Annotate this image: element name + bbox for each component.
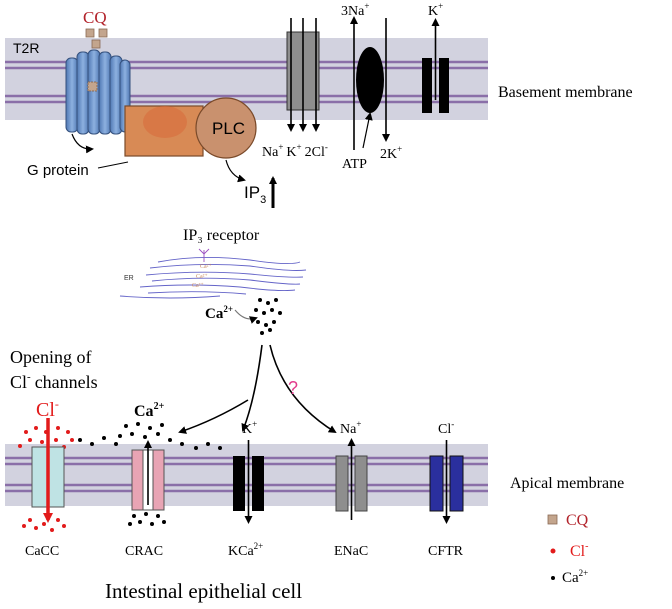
enac-channel: [335, 438, 368, 520]
apical-membrane-label: Apical membrane: [510, 475, 624, 492]
cl-apical-label: Cl-: [438, 419, 454, 437]
cq-molecules: [85, 28, 108, 49]
g-protein-label: G protein: [27, 162, 89, 179]
ca-release-arrow: [234, 309, 258, 324]
cotransporter-ions-label: Na+K+2Cl-: [262, 142, 328, 160]
apical-membrane: [5, 444, 488, 506]
ca-crac-label: Ca2+: [134, 401, 165, 420]
label-cftr: CFTR: [428, 544, 464, 559]
cq-label: CQ: [83, 8, 107, 27]
k-channel-basement: [422, 18, 449, 113]
crac-channel: [78, 422, 222, 526]
cytosolic-calcium-cluster: [254, 298, 282, 335]
er-ca-2: Ca²⁺: [196, 274, 208, 280]
cl-red-label: Cl-: [36, 397, 59, 421]
legend-cq-swatch: [547, 514, 558, 525]
question-mark: ?: [288, 378, 298, 398]
arrow-to-kca: [241, 344, 263, 432]
label-kca: KCa2+: [228, 541, 263, 559]
legend: CQ Cl- Ca2+: [547, 512, 589, 586]
opening-line2: Cl-channels: [10, 371, 98, 392]
g-protein-subunit: [143, 106, 187, 138]
receptor-to-gprotein-arrow: [71, 133, 94, 154]
cftr-channel: [429, 440, 464, 524]
legend-ca-swatch: [551, 576, 555, 580]
na-out-label: 3Na+: [341, 1, 369, 19]
er-label: ER: [124, 275, 134, 282]
opening-line1: Opening of: [10, 347, 91, 367]
plc-label: PLC: [212, 119, 245, 138]
plc-enzyme: [195, 97, 257, 159]
endoplasmic-reticulum: [119, 248, 307, 299]
k-apical-label: K+: [242, 419, 257, 437]
label-enac: ENaC: [334, 544, 368, 559]
basement-membrane-label: Basement membrane: [498, 84, 633, 101]
t2r-receptor: [65, 49, 131, 135]
legend-cl-swatch: [550, 548, 556, 554]
k-top-label: K+: [428, 1, 443, 19]
na-apical-label: Na+: [340, 419, 361, 437]
arrow-to-crac: [178, 399, 249, 434]
legend-cl-label: Cl-: [570, 541, 588, 560]
plc-to-ip3-arrow: [225, 159, 246, 183]
er-ca-1: Ca²⁺: [200, 264, 212, 270]
k-in-label: 2K+: [380, 144, 402, 162]
cacc-channel: [18, 418, 74, 532]
t2r-label: T2R: [13, 40, 39, 56]
kca-channel: [233, 440, 264, 524]
ip3-label: IP3: [244, 183, 266, 206]
ip3-receptor-label: IP₃ receptor: [183, 227, 260, 244]
legend-ca-label: Ca2+: [562, 568, 588, 586]
label-cacc: CaCC: [25, 544, 59, 559]
arrow-to-enac: [269, 344, 337, 434]
apical-membrane-band: [5, 444, 488, 506]
legend-cq-label: CQ: [566, 512, 589, 529]
er-ca-3: Ca²⁺: [192, 283, 204, 289]
atp-label: ATP: [342, 157, 367, 172]
figure-title: Intestinal epithelial cell: [105, 579, 302, 603]
g-protein-leader: [97, 161, 129, 169]
label-crac: CRAC: [125, 544, 163, 559]
ca-release-label: Ca2+: [205, 304, 233, 322]
na-k-atpase: [350, 16, 390, 150]
nkcc-cotransporter: [286, 18, 320, 132]
